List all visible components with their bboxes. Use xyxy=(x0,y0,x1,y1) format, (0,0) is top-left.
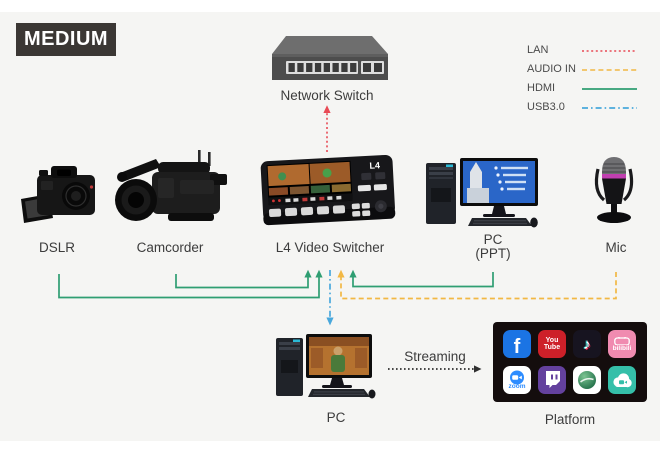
mic-image xyxy=(594,157,634,223)
youtube-text-2: Tube xyxy=(543,344,561,351)
legend-label-usb: USB3.0 xyxy=(527,101,565,113)
zoom-icon: zoom xyxy=(503,366,531,394)
platform-box: f You Tube ♪ bilibili zoom xyxy=(493,322,647,402)
bilibili-icon: bilibili xyxy=(608,330,636,358)
zoom-text: zoom xyxy=(508,382,526,390)
pc-stream-image xyxy=(276,334,376,399)
cloud-camera-glyph xyxy=(613,372,632,387)
video-switcher-label: L4 Video Switcher xyxy=(275,240,385,255)
pc-ppt-image xyxy=(426,158,538,228)
network-switch-image xyxy=(272,36,388,80)
legend-label-hdmi: HDMI xyxy=(527,82,556,94)
pc-ppt-label-line2: (PPT) xyxy=(475,246,511,261)
port-panel xyxy=(286,61,358,74)
mic-label: Mic xyxy=(605,240,627,255)
youtube-text-1: You xyxy=(545,336,559,344)
pc-ppt-label-line1: PC xyxy=(483,232,503,247)
legend-label-lan: LAN xyxy=(527,44,549,56)
video-switcher-image: L4 xyxy=(260,154,396,226)
bilibili-text: bilibili xyxy=(612,344,632,352)
legend-label-audio-in: AUDIO IN xyxy=(527,63,576,75)
tiktok-icon: ♪ xyxy=(573,330,601,358)
zoom-camera-glyph xyxy=(510,370,524,385)
youtube-icon: You Tube xyxy=(538,330,566,358)
camcorder-image xyxy=(115,150,227,221)
camcorder-label: Camcorder xyxy=(136,240,204,255)
twitch-icon xyxy=(538,366,566,394)
twitch-glyph xyxy=(545,371,560,388)
tiktok-glyph: ♪ xyxy=(583,335,591,353)
cloud-meeting-icon xyxy=(608,366,636,394)
green-sphere-glyph xyxy=(578,371,596,389)
facebook-glyph: f xyxy=(513,336,521,358)
pc-ppt-label: PC (PPT) xyxy=(460,233,526,261)
switcher-logo: L4 xyxy=(369,160,380,171)
platform-label: Platform xyxy=(544,412,596,427)
facebook-icon: f xyxy=(503,330,531,358)
green-sphere-live-icon xyxy=(573,366,601,394)
network-switch-label: Network Switch xyxy=(280,88,374,103)
medium-badge: MEDIUM xyxy=(16,23,116,56)
pc-stream-label: PC xyxy=(326,410,346,425)
streaming-label: Streaming xyxy=(404,349,466,364)
dslr-image xyxy=(21,166,95,223)
dslr-label: DSLR xyxy=(38,240,75,255)
medium-badge-label: MEDIUM xyxy=(23,28,109,50)
bilibili-tv-shape xyxy=(614,336,630,345)
